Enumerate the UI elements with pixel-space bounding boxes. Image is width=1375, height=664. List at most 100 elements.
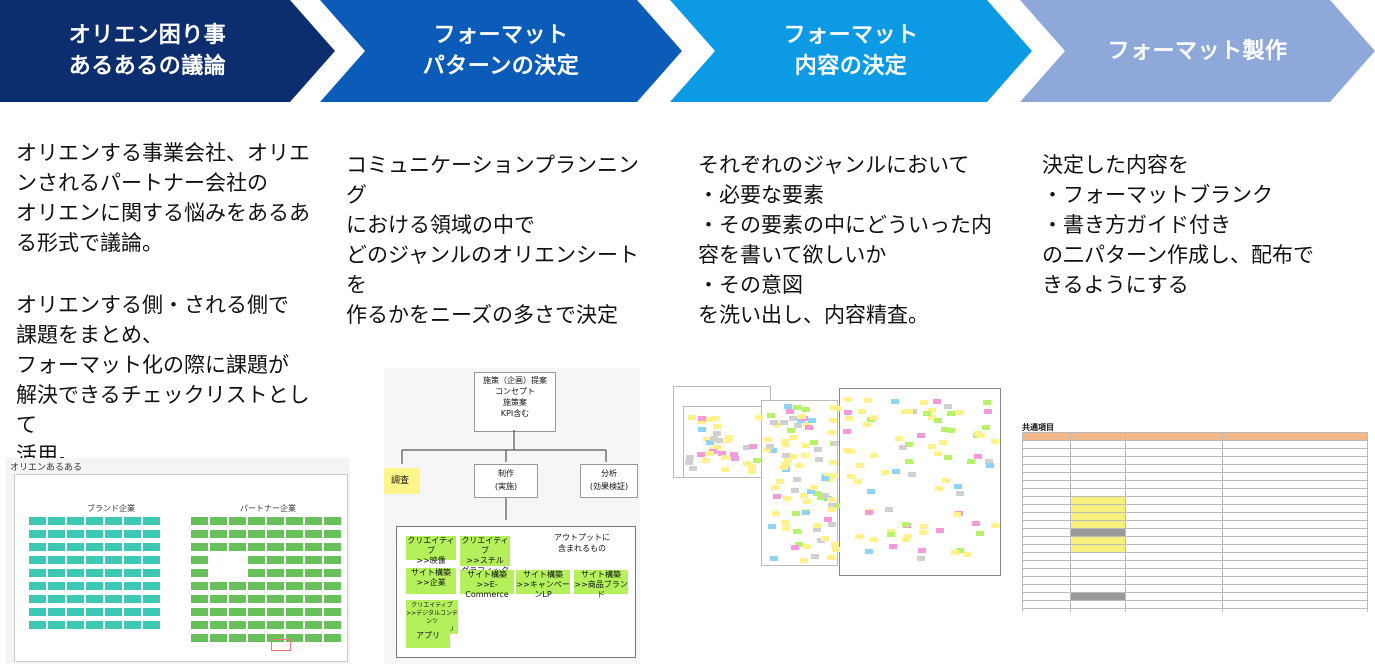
sticky-mark (846, 473, 855, 479)
sticky-mark (854, 478, 863, 484)
sticky-mark (898, 444, 907, 450)
sheet-cell (1022, 512, 1072, 521)
sheet-table (1022, 432, 1368, 612)
sticky-note (286, 621, 303, 629)
sticky-mark (771, 485, 780, 491)
sheet-row (1022, 520, 1368, 529)
sticky-note (67, 530, 84, 538)
sheet-cell (1222, 608, 1368, 612)
step-2-label: フォーマット パターンの決定 (422, 23, 580, 79)
sticky-mark (696, 418, 705, 424)
sheet-cell (1222, 576, 1368, 585)
sticky-mark (820, 493, 829, 499)
sticky-mark (809, 440, 818, 446)
sticky-mark (711, 416, 720, 422)
sticky-note (86, 569, 103, 577)
sticky-mark (830, 440, 839, 446)
step-1-usage: オリエンする側・される側で 課題をまとめ、 フォーマット化の際に課題が 解決でき… (16, 293, 310, 467)
sticky-mark (791, 510, 800, 516)
sticky-note (67, 608, 84, 616)
sticky-note (286, 595, 303, 603)
sticky-note (29, 595, 46, 603)
sticky-note (48, 543, 65, 551)
sticky-mark (782, 441, 791, 447)
sheet-cell (1070, 504, 1127, 513)
sheet-cell (1070, 472, 1127, 481)
sheet-cell (1070, 528, 1127, 537)
sheet-cell (1022, 464, 1072, 473)
sheet-row (1022, 592, 1368, 601)
sticky-note (124, 569, 141, 577)
sticky-mark (793, 529, 802, 535)
sticky-note (286, 530, 303, 538)
sheet-cell (1125, 536, 1224, 545)
frame-marker (271, 639, 291, 651)
sticky-note (248, 634, 265, 642)
sticky-note (29, 621, 46, 629)
sticky-note (286, 634, 303, 642)
sheet-row (1022, 496, 1368, 505)
sticky-mark (785, 408, 794, 414)
sheet-cell (1022, 536, 1072, 545)
sticky-mark (955, 548, 964, 554)
sticky-mark (843, 447, 852, 453)
sheet-cell (1070, 480, 1127, 489)
sheet-cell (1022, 488, 1072, 497)
sticky-note (143, 530, 160, 538)
sticky-mark (768, 447, 777, 453)
sticky-mark (712, 444, 721, 450)
sticky-mark (807, 418, 816, 424)
sticky-note (324, 530, 341, 538)
sheet-cell (1125, 456, 1224, 465)
sticky-mark (843, 428, 852, 434)
sticky-note (143, 517, 160, 525)
sticky-mark (804, 424, 813, 430)
sticky-mark (900, 408, 909, 414)
sheet-cell (1125, 528, 1224, 537)
sticky-mark (944, 404, 953, 410)
sticky-mark (843, 410, 852, 416)
sticky-mark (888, 544, 897, 550)
sticky-mark (821, 535, 830, 541)
sticky-mark (938, 439, 947, 445)
sticky-note (229, 543, 246, 551)
sticky-mark (941, 427, 950, 432)
sticky-mark (698, 426, 707, 432)
sticky-mark (955, 490, 964, 496)
sheet-cell (1070, 552, 1127, 561)
sticky-note (48, 556, 65, 564)
sticky-note (267, 569, 284, 577)
sheet-cell (1125, 496, 1224, 505)
brand-heading: ブランド企業 (87, 504, 135, 513)
sticky-note (124, 543, 141, 551)
sticky-note (248, 530, 265, 538)
sticky-note (229, 595, 246, 603)
sticky-mark (828, 506, 837, 512)
sticky-note (124, 621, 141, 629)
sheet-cell (1022, 448, 1072, 457)
sticky-note (210, 530, 227, 538)
sticky-note (305, 621, 322, 629)
sticky-note (105, 556, 122, 564)
sticky-mark (793, 422, 802, 428)
sticky-mark (742, 445, 751, 451)
sheet-cell (1222, 560, 1368, 569)
sticky-note (124, 556, 141, 564)
sticky-mark (935, 528, 944, 534)
sheet-row (1022, 552, 1368, 561)
sheet-cell (1222, 488, 1368, 497)
sticky-mark (830, 472, 839, 478)
sticky-note (324, 556, 341, 564)
sticky-note (191, 634, 208, 642)
sheet-cell (1125, 512, 1224, 521)
note-site-campaign: サイト構築 >>キャンペーンLP (516, 570, 570, 599)
sticky-note (86, 530, 103, 538)
sticky-mark (918, 529, 927, 535)
sticky-mark (803, 499, 812, 505)
note-creative-still: クリエイティブ >>スチル グラフィック (460, 536, 510, 575)
sticky-note (210, 595, 227, 603)
sticky-mark (907, 472, 916, 478)
sticky-mark (928, 408, 937, 414)
sticky-mark (917, 548, 926, 554)
sticky-mark (905, 459, 914, 465)
